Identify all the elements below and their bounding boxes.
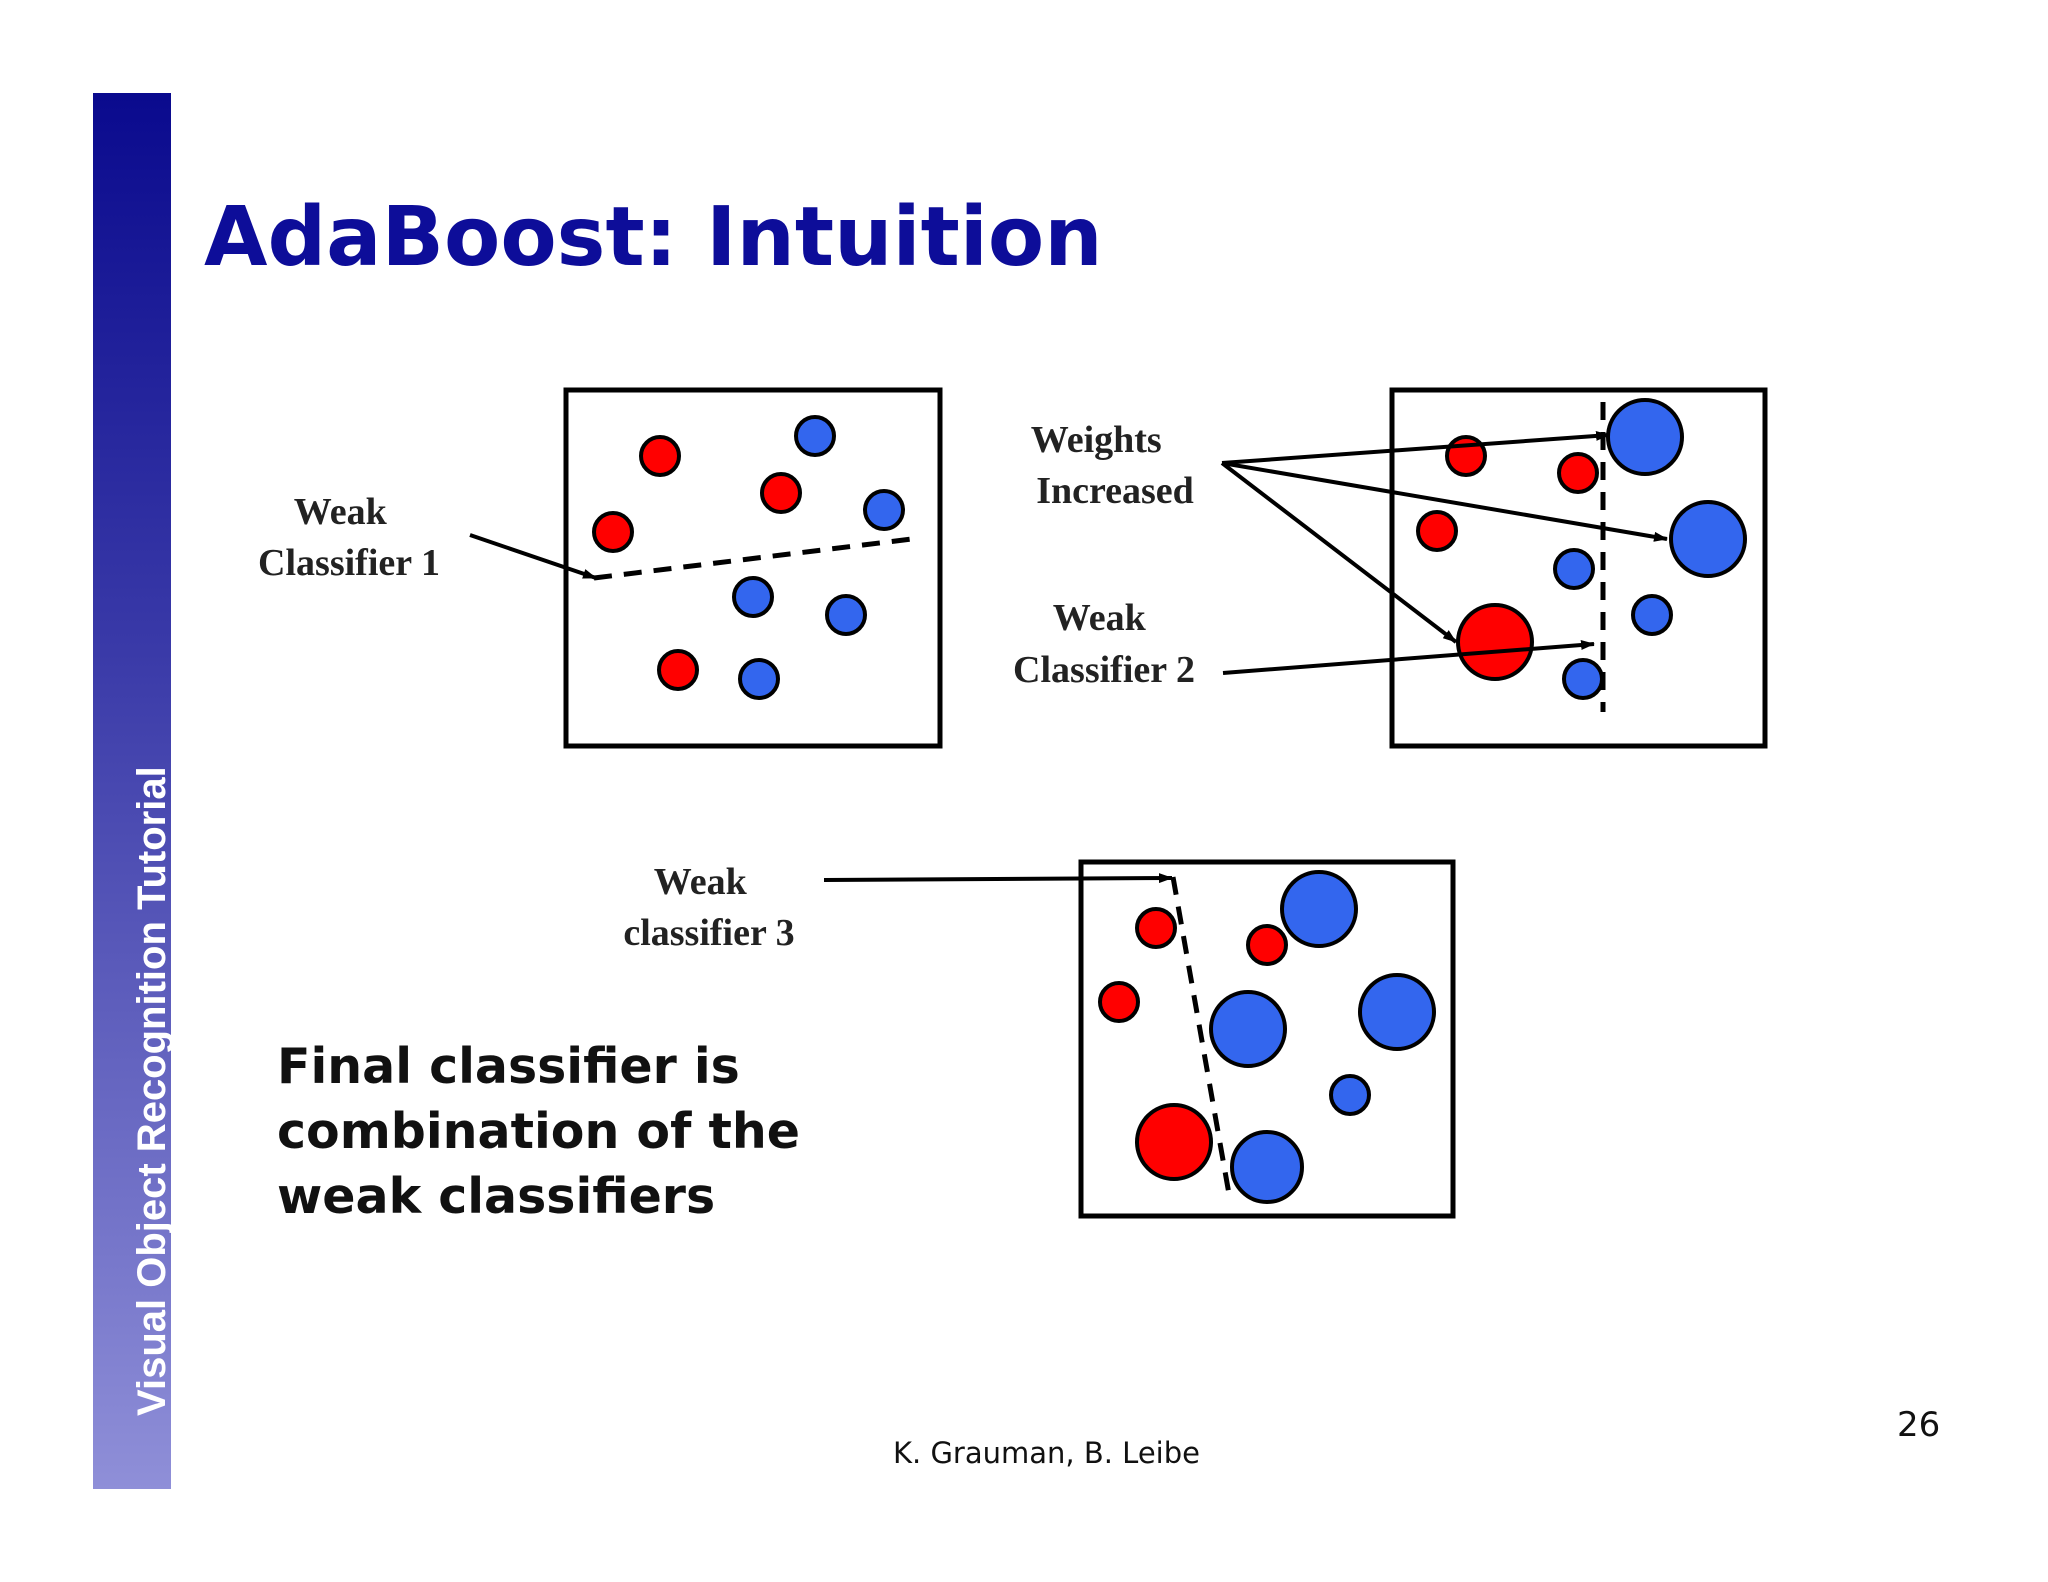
red-point — [1557, 452, 1599, 494]
slide-title: AdaBoost: Intuition — [204, 190, 1103, 285]
blue-point-weighted — [1280, 870, 1358, 948]
blue-point-weighted — [1230, 1130, 1304, 1204]
blue-point-weighted — [1606, 398, 1684, 476]
panel-weak-classifier-3 — [823, 859, 1456, 1219]
blue-point — [1329, 1074, 1371, 1116]
panel-weak-classifier-1 — [469, 387, 943, 749]
red-point — [592, 511, 634, 553]
final-text-line: Final classifier is — [277, 1038, 740, 1095]
page-number: 26 — [1897, 1405, 1941, 1445]
blue-point — [738, 658, 780, 700]
red-point — [760, 472, 802, 514]
final-classifier-text: Final classifier is combination of the w… — [277, 1034, 800, 1229]
label-weights-increased: Weights Increased — [1031, 419, 1194, 512]
final-text-line: weak classifiers — [277, 1168, 716, 1225]
label-weak-classifier-1: Weak Classifier 1 — [258, 491, 440, 584]
blue-point — [794, 415, 836, 457]
blue-point — [1562, 658, 1604, 700]
arrow-classifier-3 — [823, 873, 1173, 884]
blue-point — [1631, 594, 1673, 636]
blue-point-weighted — [1209, 990, 1287, 1068]
red-point — [639, 435, 681, 477]
author-credit: K. Grauman, B. Leibe — [893, 1436, 1200, 1470]
red-point — [1098, 981, 1140, 1023]
label-weak-classifier-2: Weak Classifier 2 — [1013, 597, 1195, 691]
blue-point — [1553, 548, 1595, 590]
blue-point — [732, 576, 774, 618]
red-point — [1246, 924, 1288, 966]
blue-point-weighted — [1669, 500, 1747, 578]
red-point — [1416, 510, 1458, 552]
arrow-weights-2 — [1221, 461, 1668, 542]
decision-boundary-3 — [1170, 876, 1232, 1195]
label-weak-classifier-3: Weak classifier 3 — [623, 861, 794, 954]
blue-point — [863, 489, 905, 531]
arrow-weights-3 — [1220, 461, 1458, 644]
blue-point-weighted — [1358, 973, 1436, 1051]
sidebar-bar — [93, 93, 171, 1489]
final-text-line: combination of the — [277, 1103, 800, 1160]
red-point — [657, 649, 699, 691]
red-point — [1135, 907, 1177, 949]
panel-weak-classifier-2 — [1220, 387, 1768, 749]
arrow-classifier-1 — [469, 533, 597, 580]
arrow-weights-1 — [1221, 430, 1610, 465]
arrow-classifier-2 — [1222, 640, 1595, 675]
red-point-weighted — [1456, 603, 1534, 681]
decision-boundary-1 — [593, 535, 921, 581]
red-point-weighted — [1135, 1103, 1213, 1181]
blue-point — [825, 594, 867, 636]
